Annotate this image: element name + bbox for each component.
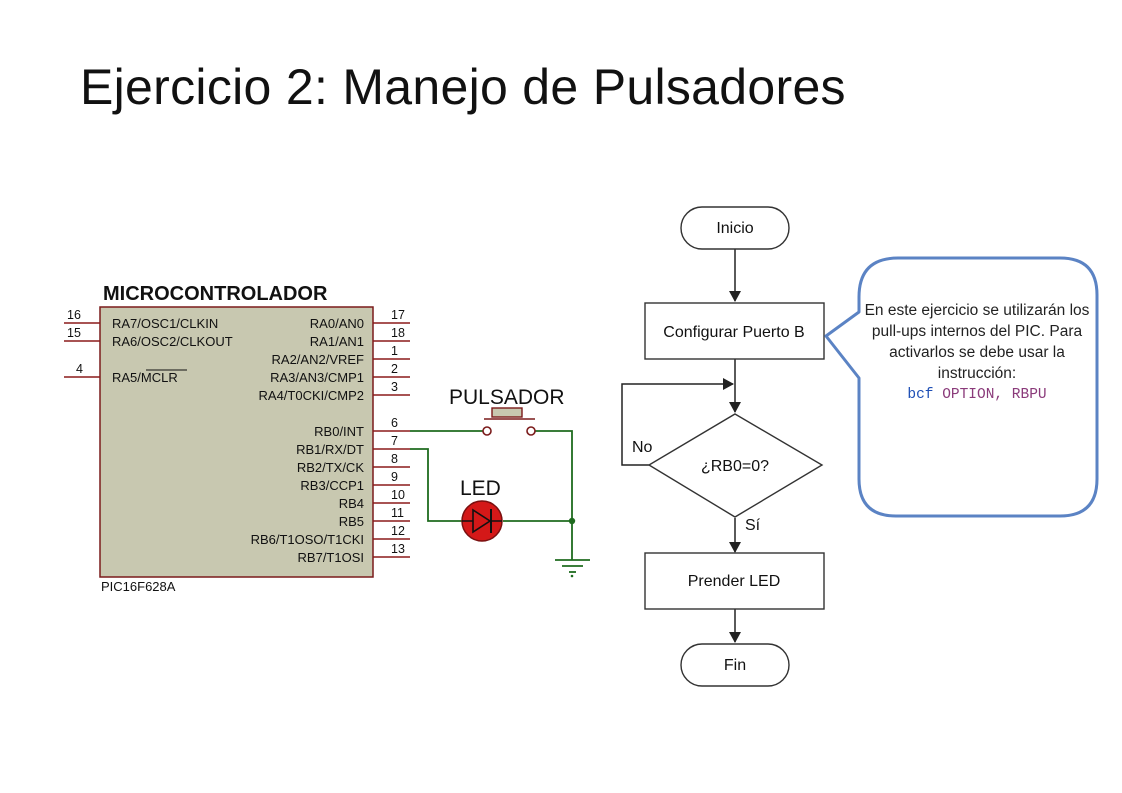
branch-no-label: No: [632, 439, 653, 456]
pin-label: RA1/AN1: [310, 334, 364, 349]
pin-label: RA4/T0CKI/CMP2: [259, 388, 364, 403]
circuit-wires: [410, 430, 590, 573]
led-symbol: [461, 500, 503, 542]
pin-number: 6: [391, 416, 398, 430]
ground-dot: [570, 574, 574, 578]
flow-connectors: [621, 249, 741, 643]
pin-number: 2: [391, 362, 398, 376]
configure-step-label: Configurar Puerto B: [663, 324, 804, 341]
pin-number: 3: [391, 380, 398, 394]
pin-number: 13: [391, 542, 405, 556]
flowchart: Inicio Configurar Puerto B ¿RB0=0? No Sí…: [621, 206, 825, 687]
end-label: Fin: [724, 657, 746, 674]
schematic: MICROCONTROLADOR 16 15 4 RA7/OSC1/CLKIN …: [64, 283, 590, 594]
pin-label: RB5: [339, 514, 364, 529]
pin-label: RB0/INT: [314, 424, 364, 439]
pin-label: RA3/AN3/CMP1: [270, 370, 364, 385]
pushbutton-symbol: [482, 407, 536, 436]
pin-number: 15: [67, 326, 81, 340]
callout-code: bcf OPTION, RBPU: [907, 385, 1046, 406]
pin-number: 7: [391, 434, 398, 448]
pin-number: 1: [391, 344, 398, 358]
pin-label: RB3/CCP1: [300, 478, 364, 493]
end-terminal: [680, 643, 790, 687]
pin-number: 8: [391, 452, 398, 466]
led-on-step: [644, 552, 825, 610]
pin-label: RA6/OSC2/CLKOUT: [112, 334, 233, 349]
branch-yes-label: Sí: [745, 517, 761, 534]
pushbutton-label: PULSADOR: [449, 386, 565, 409]
pin-label: RA2/AN2/VREF: [272, 352, 365, 367]
led-label: LED: [460, 477, 501, 500]
junction-dot: [568, 517, 576, 525]
left-pins: 16 15 4 RA7/OSC1/CLKIN RA6/OSC2/CLKOUT R…: [64, 308, 233, 385]
right-pins: 17 18 1 2 3 6 7 8 9 10 11 12 13 RA0/AN0 …: [251, 308, 410, 565]
chip-title: MICROCONTROLADOR: [103, 283, 328, 305]
start-label: Inicio: [716, 220, 753, 237]
pin-number: 11: [391, 506, 404, 520]
callout-text: En este ejercicio se utilizarán los pull…: [864, 302, 1090, 382]
callout-bubble: [824, 256, 1099, 518]
code-arguments: OPTION, RBPU: [942, 387, 1047, 403]
pin-label: RA0/AN0: [310, 316, 364, 331]
pin-number: 12: [391, 524, 405, 538]
decision-diamond: [647, 413, 824, 518]
pin-label: RB6/T1OSO/T1CKI: [251, 532, 364, 547]
pin-label: RB4: [339, 496, 364, 511]
decision-label: ¿RB0=0?: [701, 458, 769, 475]
code-instruction: bcf: [907, 387, 934, 403]
start-terminal: [680, 206, 790, 250]
configure-step: [644, 302, 825, 360]
slide-title: Ejercicio 2: Manejo de Pulsadores: [80, 59, 846, 115]
microcontroller-chip: [99, 306, 374, 578]
pin-number: 16: [67, 308, 81, 322]
pin-number: 17: [391, 308, 405, 322]
pin-number: 18: [391, 326, 405, 340]
chip-part-number: PIC16F628A: [101, 579, 176, 594]
pin-number: 9: [391, 470, 398, 484]
callout-note: En este ejercicio se utilizarán los pull…: [862, 262, 1092, 512]
pin-label: RB7/T1OSI: [298, 550, 364, 565]
pin-label: RB1/RX/DT: [296, 442, 364, 457]
led-on-step-label: Prender LED: [688, 573, 781, 590]
pin-label: RA5/MCLR: [112, 370, 178, 385]
pin-number: 10: [391, 488, 405, 502]
pin-number: 4: [76, 362, 83, 376]
pin-label: RA7/OSC1/CLKIN: [112, 316, 218, 331]
pin-label: RB2/TX/CK: [297, 460, 365, 475]
